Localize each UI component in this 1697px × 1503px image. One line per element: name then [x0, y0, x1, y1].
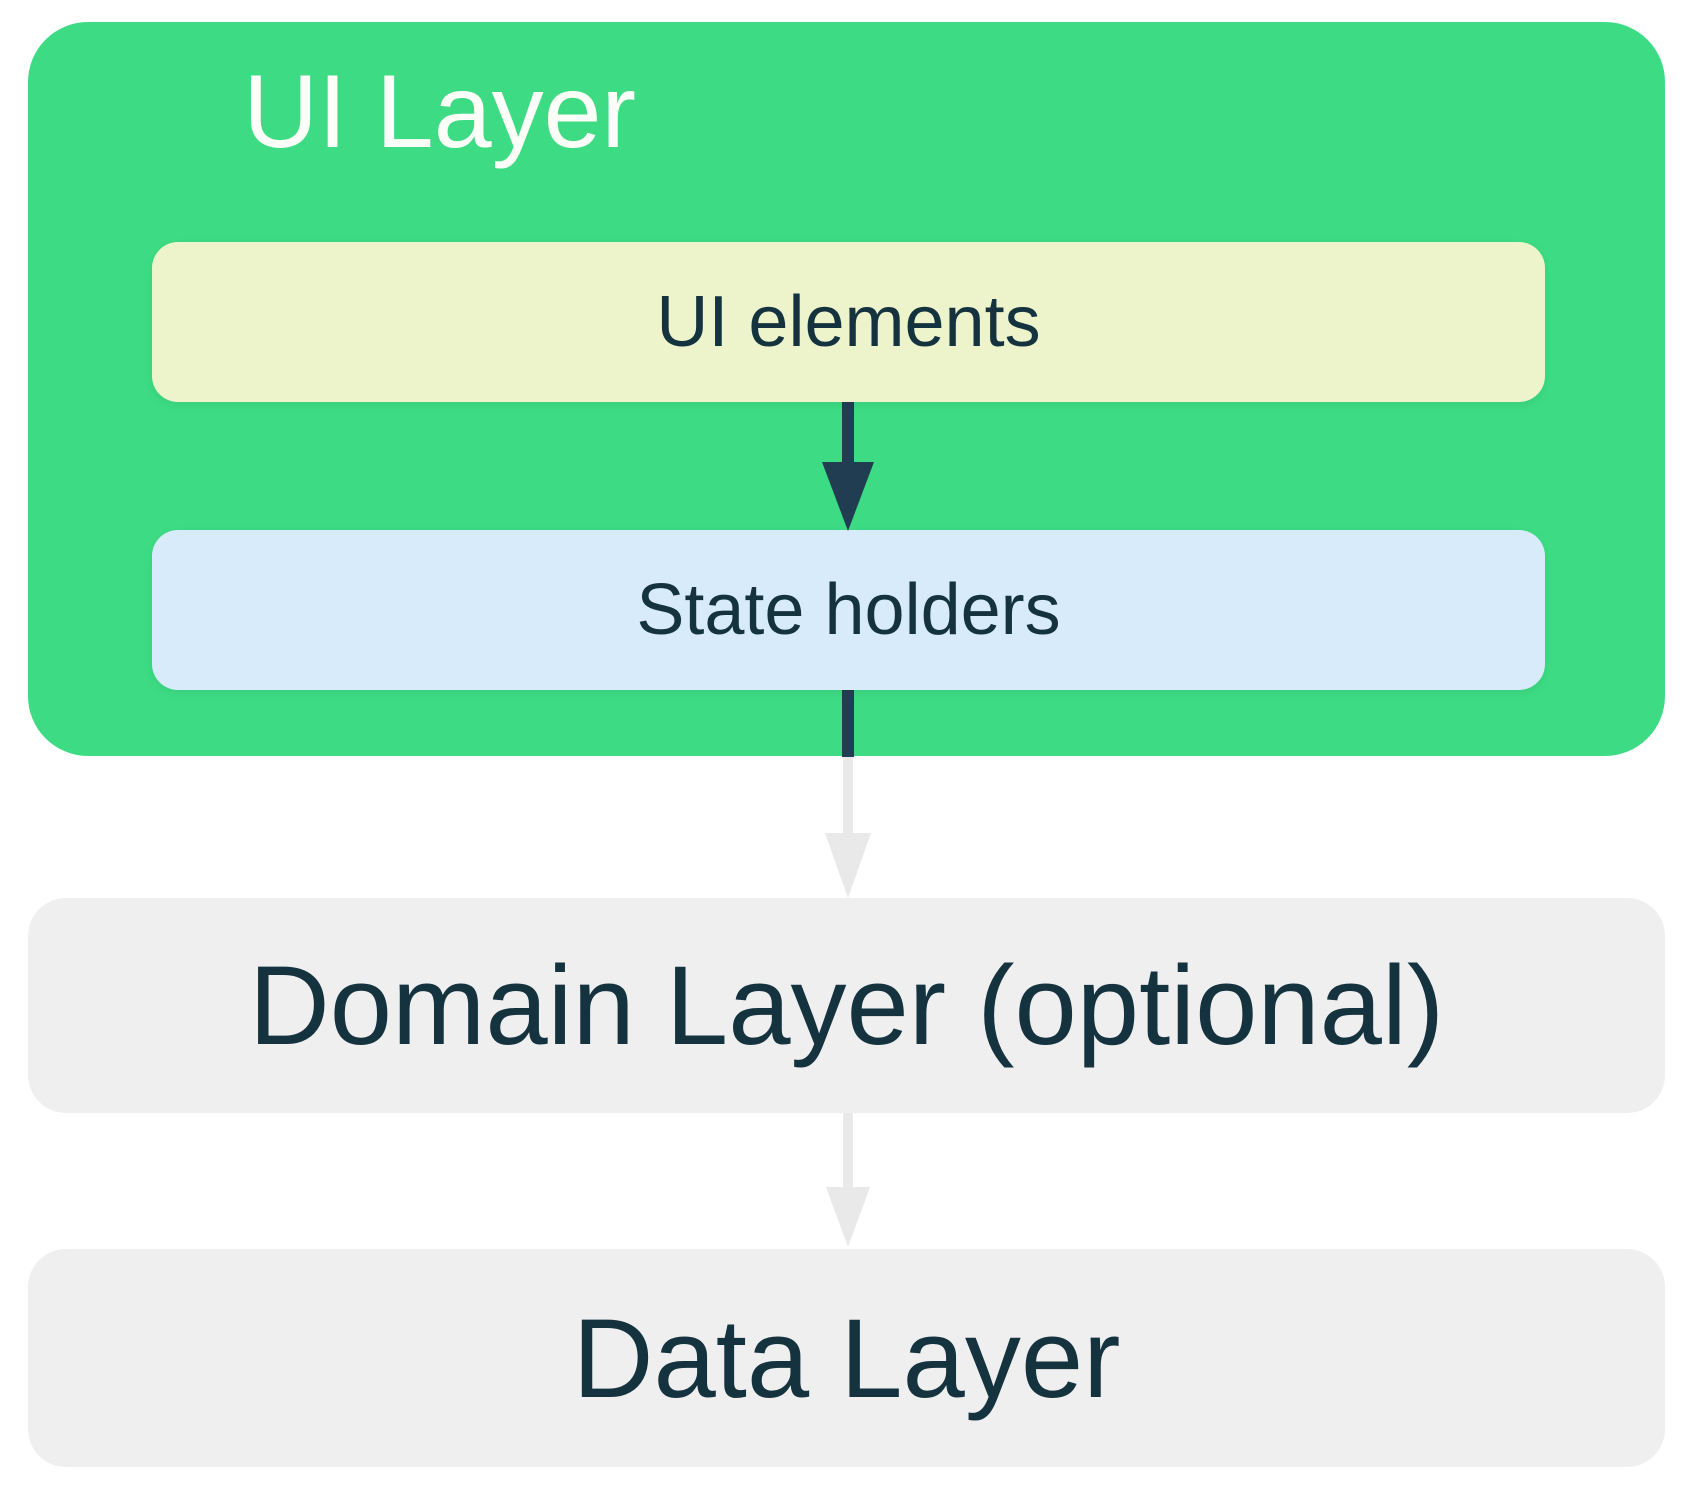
arrow-stem [843, 757, 853, 839]
domain-layer-box: Domain Layer (optional) [28, 898, 1665, 1113]
arrow-head [826, 1187, 870, 1247]
arrow-stem [842, 690, 854, 757]
arrow-head [825, 833, 871, 898]
arrow-stem [843, 1113, 853, 1193]
arrow-down-icon [825, 690, 871, 898]
data-layer-box: Data Layer [28, 1249, 1665, 1467]
data-layer-label: Data Layer [572, 1295, 1121, 1421]
arrow-stem [842, 402, 854, 470]
arrow-head [822, 462, 874, 531]
state-holders-box: State holders [152, 530, 1545, 690]
ui-elements-box: UI elements [152, 242, 1545, 402]
ui-elements-label: UI elements [656, 282, 1041, 362]
ui-layer-title: UI Layer [243, 54, 637, 170]
state-holders-label: State holders [636, 570, 1061, 650]
ui-layer-box: UI Layer UI elements State holders [28, 22, 1665, 756]
arrow-down-icon [822, 402, 874, 531]
arrow-down-icon [826, 1113, 870, 1247]
domain-layer-label: Domain Layer (optional) [248, 943, 1445, 1068]
